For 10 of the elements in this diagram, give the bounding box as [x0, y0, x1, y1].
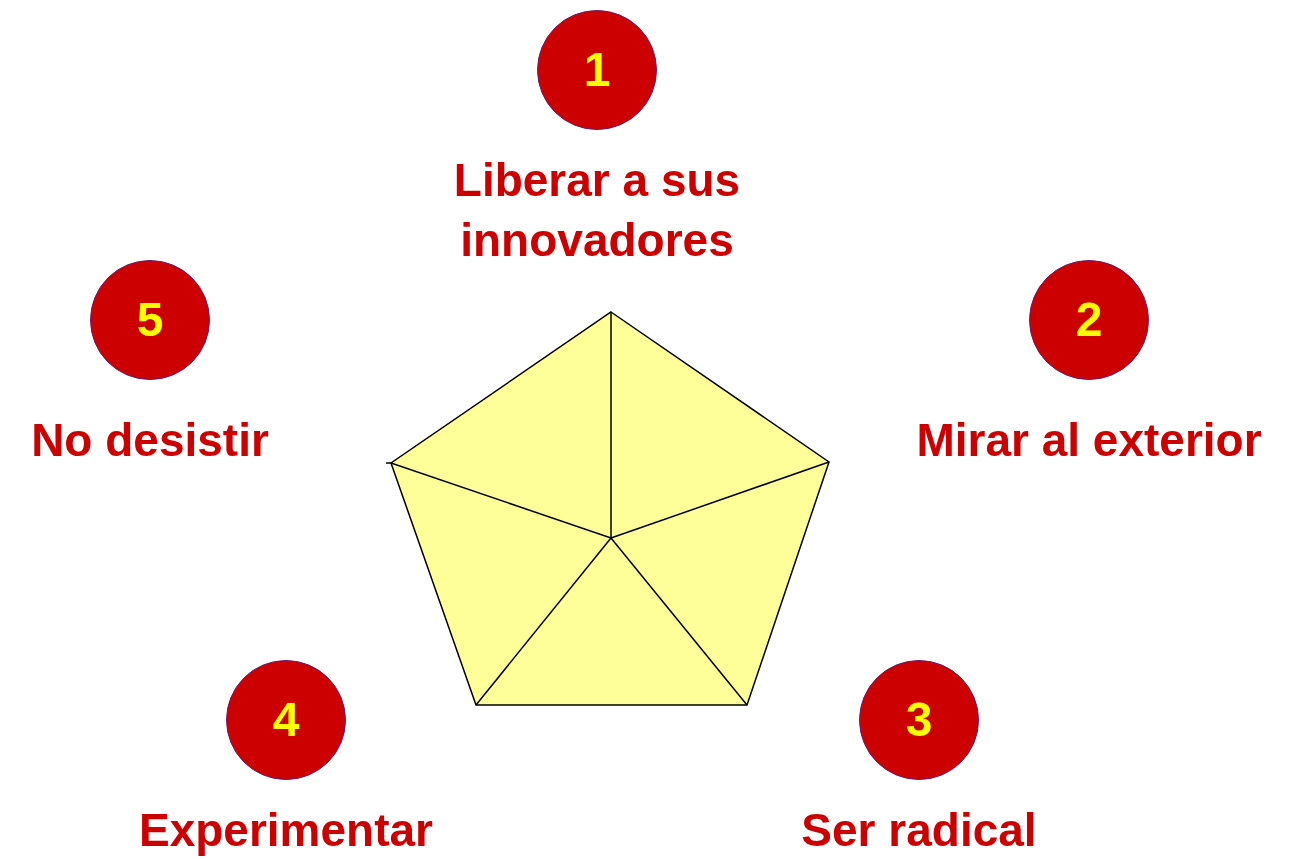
step-number: 5: [136, 296, 164, 344]
step-number: 3: [905, 696, 933, 744]
step-label: Liberar a sus innovadores: [452, 153, 742, 268]
step-label: Mirar al exterior: [915, 413, 1263, 468]
step-label: Experimentar: [138, 803, 434, 858]
step-label: Ser radical: [800, 803, 1038, 858]
step-label: No desistir: [30, 413, 270, 468]
step-number: 4: [272, 696, 300, 744]
step-number: 1: [583, 46, 611, 94]
step-number: 2: [1075, 296, 1103, 344]
